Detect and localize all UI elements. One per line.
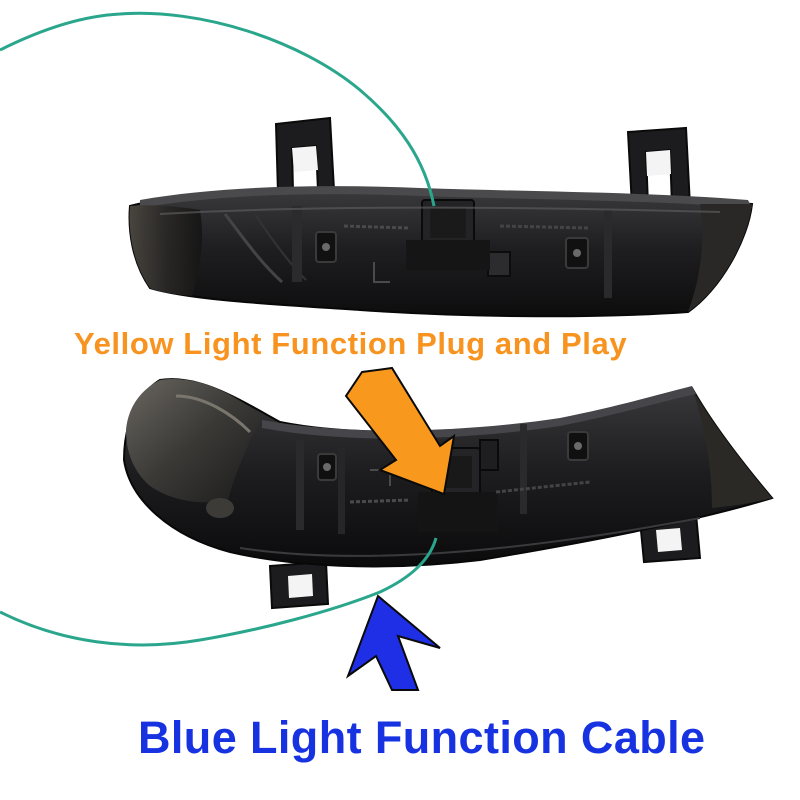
yellow-arrow (344, 366, 456, 496)
blue-arrow (345, 594, 441, 691)
bottom-indicator-housing (122, 378, 774, 610)
yellow-light-caption: Yellow Light Function Plug and Play (74, 326, 628, 361)
blue-light-caption: Blue Light Function Cable (138, 712, 706, 763)
top-indicator-housing (128, 116, 754, 318)
top-cable (0, 11, 436, 207)
bottom-cable (0, 537, 438, 647)
